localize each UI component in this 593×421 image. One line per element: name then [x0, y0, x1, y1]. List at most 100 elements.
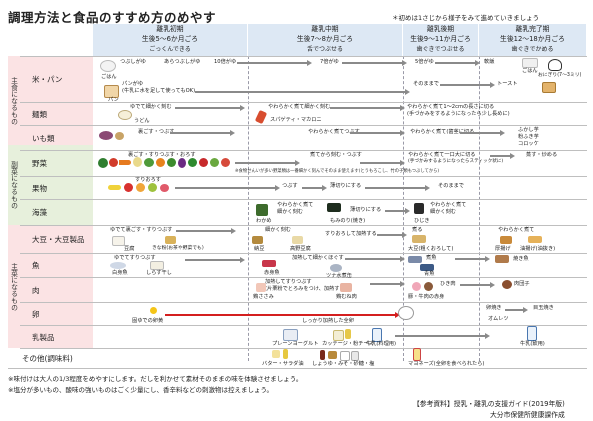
rice-bowl-icon	[100, 60, 116, 72]
stage-age: 生後7〜8か月ごろ	[296, 34, 354, 43]
stage-age: 生後9〜11か月ごろ	[410, 34, 471, 43]
yogurt-icon	[283, 329, 298, 341]
progress-arrow	[490, 153, 515, 159]
row-divider	[93, 102, 587, 103]
tuna-can-icon	[330, 264, 342, 272]
fish-stage-text: 加熱して細かくほぐす	[292, 255, 344, 261]
group-label-staple: 主食になるもの	[9, 76, 18, 125]
meatball-icon	[502, 280, 512, 289]
mayonnaise-icon	[413, 348, 421, 361]
stage-texture: ごっくんできる	[149, 46, 191, 53]
progress-arrow	[440, 82, 495, 88]
row-label-meat: 肉	[20, 277, 93, 302]
progress-arrow	[377, 232, 407, 238]
onigiri-icon	[548, 59, 562, 71]
row-divider	[93, 150, 587, 151]
bread-stage-text: トースト	[497, 81, 518, 87]
stage-name: 離乳完了期	[515, 25, 550, 33]
rice-stage-text: 5倍がゆ	[415, 59, 434, 65]
stage-header-early: 離乳初期 生後5〜6か月ごろ ごっくんできる	[93, 24, 248, 56]
fish-label: しらす干し	[146, 270, 172, 276]
apple-icon	[221, 158, 230, 167]
row-label-dairy: 乳製品	[20, 325, 93, 348]
udon-icon	[118, 110, 132, 120]
miso-icon	[328, 351, 337, 359]
white-fish-icon	[110, 262, 126, 269]
rice-stage-text: つぶしがゆ	[120, 59, 146, 65]
footnote: ※塩分が多いもの、酸味の強いものはごく少量にし、香辛料などの刺激物は控えましょう…	[8, 386, 274, 394]
radish-icon	[199, 158, 208, 167]
fish-stage-text: 焼き魚	[513, 256, 529, 262]
progress-arrow	[330, 105, 405, 111]
row-label-fruit: 果物	[20, 176, 93, 199]
row-divider	[93, 176, 587, 177]
meat-label: 鶏むね肉	[336, 294, 357, 300]
row-divider	[93, 253, 587, 254]
progress-arrow	[345, 256, 405, 262]
dairy-label: 牛乳(料理用)	[366, 341, 396, 347]
fish-stage-text: 煮魚	[426, 255, 437, 261]
natto-icon	[252, 236, 263, 244]
main-group-bg	[8, 225, 93, 348]
fish-label: 赤身魚	[264, 270, 280, 276]
rice-stage-text: あらつぶしがゆ	[164, 59, 201, 65]
row-divider	[93, 302, 587, 303]
meat-label: 鶏ささみ	[253, 294, 274, 300]
staple-group-bg	[8, 56, 93, 145]
egg-progress-arrow	[165, 312, 400, 318]
bread-label: パン	[108, 97, 119, 103]
row-label-veg: 野菜	[20, 150, 93, 176]
grilled-fish-icon	[495, 255, 509, 263]
noodle-stage-text: やわらかく煮て細かく刻む	[268, 104, 331, 110]
meat-stage-text: (片栗粉でとろみをつけ、加熱する)	[265, 286, 347, 292]
soybean-icon	[412, 235, 426, 243]
seaweed-stage-text: 細かく刻む	[277, 209, 303, 215]
egg-label: 固ゆでの卵黄	[132, 318, 164, 324]
veg-stage-text: 煮てから刻む・つぶす	[310, 152, 362, 158]
rice-complete-label: おにぎり(7〜3ミリ)	[538, 73, 582, 78]
rice-stage-text: 7倍がゆ	[320, 59, 339, 65]
veg-stage-text: やわらかく煮て一口大に切る	[408, 152, 476, 158]
stage-name: 離乳初期	[156, 25, 184, 33]
group-label-side: 副菜になるもの	[9, 161, 18, 209]
noodle-stage-text: やわらかく煮て1〜2cmの長さに切る	[407, 104, 495, 110]
spinach-icon	[210, 158, 219, 167]
pear-icon	[148, 183, 157, 192]
stage-divider	[248, 56, 249, 361]
footnote: ※味付けは大人の1/3程度をめやすにします。だしを利かせて素材そのままの味を体験…	[8, 375, 303, 383]
dairy-label: 牛乳(飲用)	[520, 341, 545, 347]
progress-arrow	[195, 89, 410, 95]
fish-stage-text: ゆでてすりつぶす	[114, 255, 156, 261]
meat-stage-text: ひき肉	[440, 281, 456, 287]
stage-header-complete: 離乳完了期 生後12〜18か月ごろ 歯ぐきでかめる	[479, 24, 587, 56]
rice-stage-text: 10倍がゆ	[214, 59, 237, 65]
fruit-stage-text: そのままで	[438, 183, 464, 189]
stage-name: 離乳中期	[311, 25, 339, 33]
rice-label: ごはん	[101, 74, 117, 80]
table-bottom	[8, 368, 587, 369]
potato-icon	[115, 132, 124, 140]
sugar-icon	[340, 351, 350, 361]
carrot-icon	[119, 160, 131, 165]
egg-label: しっかり加熱した全卵	[302, 318, 354, 324]
progress-arrow	[350, 130, 405, 136]
eggplant-icon	[178, 158, 186, 168]
row-label-egg: 卵	[20, 302, 93, 325]
progress-arrow	[237, 60, 312, 66]
potato-stage-text: やわらかく煮てつぶす	[308, 129, 360, 135]
stage-name: 離乳後期	[426, 25, 455, 33]
seaweed-label: ひじき	[414, 218, 430, 224]
progress-arrow	[175, 185, 280, 191]
soy-label: 納豆	[254, 246, 265, 252]
other-label: マヨネーズ(全卵を食べられたら)	[408, 361, 485, 367]
bread-stage-text: そのままで	[413, 81, 439, 87]
chicken-icon	[340, 283, 352, 292]
milk-carton-icon	[527, 326, 537, 341]
pasta-icon	[254, 109, 268, 125]
egg-yolk-icon	[150, 307, 157, 314]
noodle-label: スパゲティ・マカロニ	[270, 117, 322, 123]
soy-label: 大豆(粗くおろして)	[408, 246, 454, 252]
salt-icon	[351, 351, 359, 361]
parmesan-icon	[345, 329, 351, 339]
soy-label: 高野豆腐	[290, 246, 311, 252]
